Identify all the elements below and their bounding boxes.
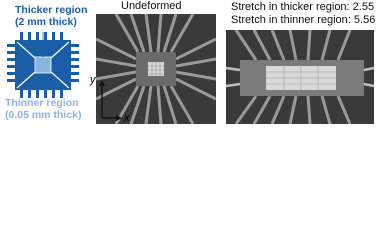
- y-axis-label: y: [90, 74, 96, 86]
- thicker-region-label: Thicker region (2 mm thick): [15, 4, 87, 28]
- thinner-region-label: Thinner region (0.05 mm thick): [5, 97, 81, 121]
- stretched-photo: [226, 30, 374, 124]
- membrane-schematic: [7, 32, 79, 98]
- xy-axes: [99, 80, 122, 121]
- clamp-rods: [96, 14, 216, 124]
- stretch-thinner-label: Stretch in thinner region: 5.56: [231, 14, 376, 26]
- undeformed-label: Undeformed: [121, 0, 182, 12]
- side-clamps: [226, 66, 374, 88]
- thinner-region-title: Thinner region: [5, 97, 79, 109]
- clamp-rods: [234, 30, 352, 124]
- undeformed-photo: [96, 14, 216, 124]
- stretch-thicker-label: Stretch in thicker region: 2.55: [231, 1, 375, 13]
- thinner-region-shape: [34, 56, 52, 74]
- x-axis-label: x: [124, 112, 130, 124]
- arm-grid: [7, 32, 79, 98]
- diagonal-slits: [16, 41, 70, 89]
- thicker-region-title: Thicker region: [15, 4, 88, 16]
- thinner-region-thickness: (0.05 mm thick): [5, 109, 82, 121]
- thicker-region-thickness: (2 mm thick): [15, 16, 77, 28]
